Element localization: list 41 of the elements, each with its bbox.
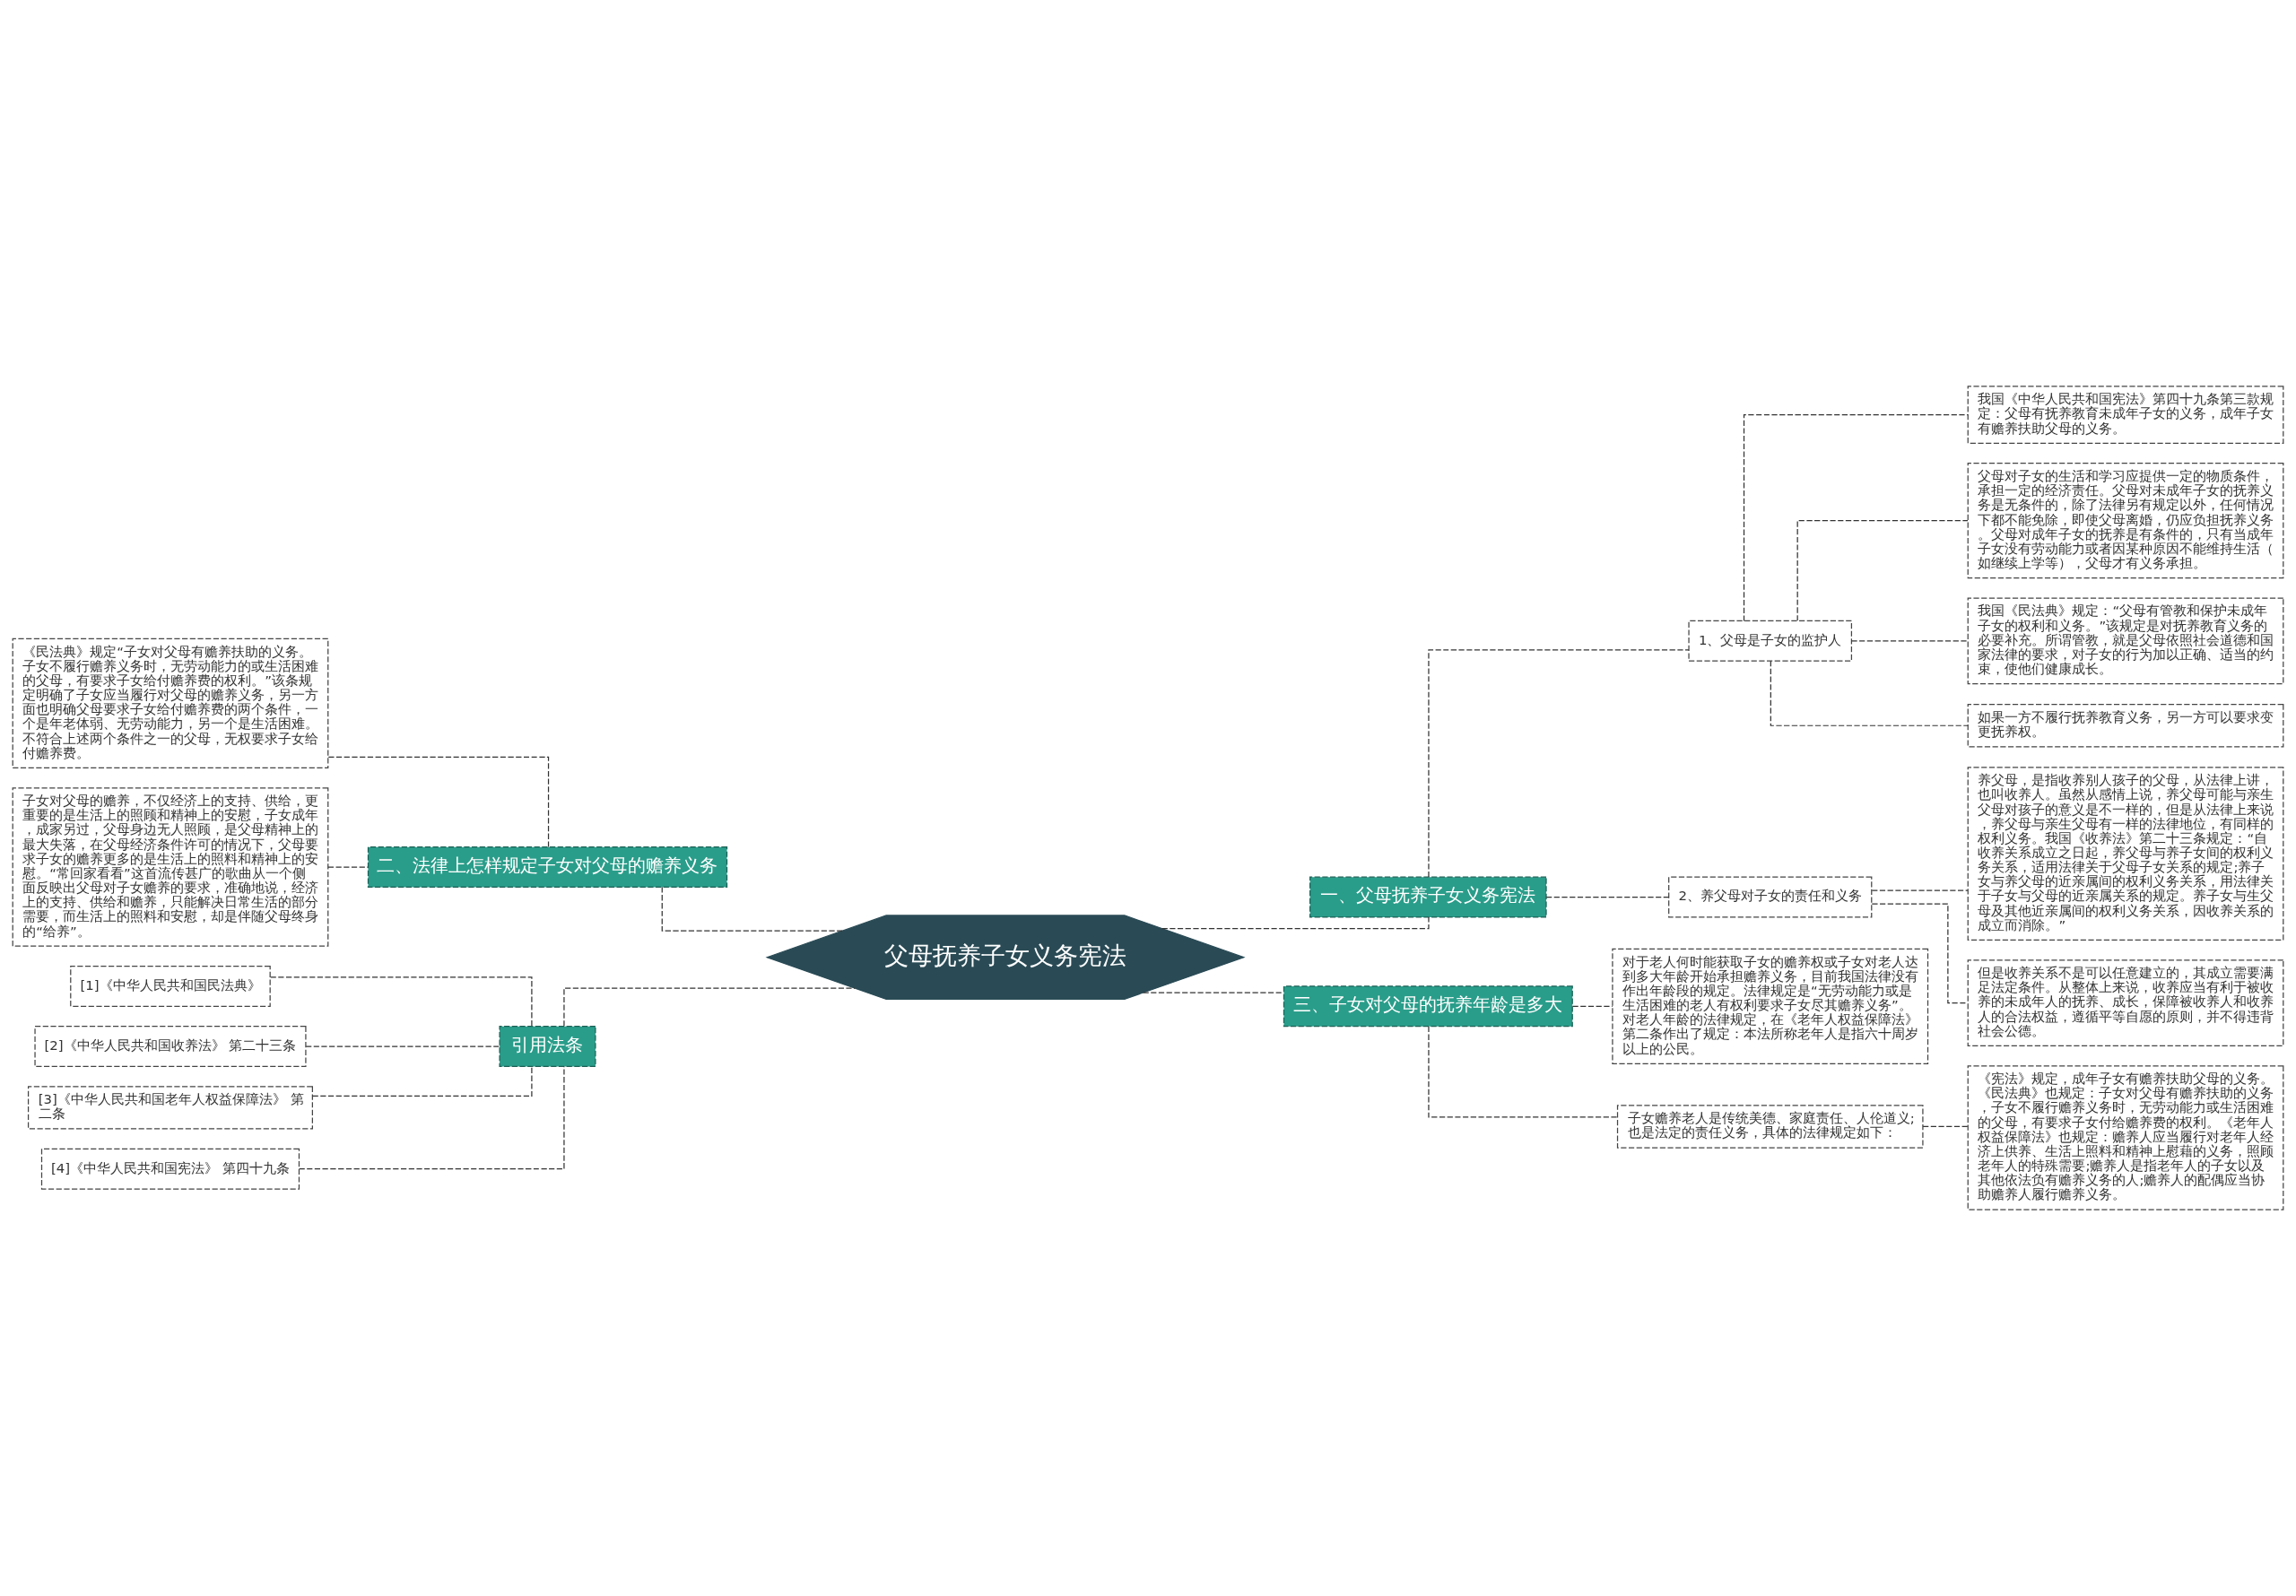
connector <box>563 987 856 1027</box>
connector <box>1871 889 1969 891</box>
connector <box>1770 660 1969 726</box>
node-box: 引用法条 <box>499 1026 596 1067</box>
connector <box>1922 1125 1969 1128</box>
node-box: [1]《中华人民共和国民法典》 <box>70 965 271 1007</box>
node-box: 父母对子女的生活和学习应提供一定的物质条件，承担一定的经济责任。父母对未成年子女的抚养义务是无条件的，除了法律另有规定以外，任何情况下都不能免除，即使父母离婚，仍应负担抚养义务。父母对成年子女的抚养是有条件的，只有当成年子女没有劳动能力或者因某种原因不能维持生活（如继续上学等），父母才有义务承担。 <box>1967 463 2284 579</box>
connector <box>1161 916 1430 930</box>
connector <box>327 756 550 848</box>
connector <box>299 1065 565 1170</box>
connector <box>661 886 843 932</box>
node-box: 一、父母抚养子女义务宪法 <box>1309 876 1547 918</box>
connector <box>312 1065 533 1097</box>
node-box: 对于老人何时能获取子女的赡养权或子女对老人达到多大年龄开始承担赡养义务，目前我国法律没有作出年龄段的规定。法律规定是“无劳动能力或是生活困难的老人有权利要求子女尽其赡养义务”。对老人年龄的法律规定，在《老年人权益保障法》第二条作出了规定：本法所称老年人是指六十周岁以上的公民。 <box>1612 948 1929 1064</box>
connector <box>270 976 533 1027</box>
connector <box>1428 1026 1618 1118</box>
connector <box>1851 640 1969 642</box>
connector <box>1796 520 1969 621</box>
connector <box>305 1045 500 1047</box>
node-box: 三、子女对父母的抚养年龄是多大 <box>1283 985 1573 1028</box>
connector <box>1743 414 1969 622</box>
node-box: 但是收养关系不是可以任意建立的，其成立需要满足法定条件。从整体上来说，收养应当有利于被收养的未成年人的抚养、成长，保障被收养人和收养人的合法权益，遵循平等自愿的原则，并不得违背社会公德。 <box>1967 959 2284 1047</box>
node-box: 养父母，是指收养别人孩子的父母，从法律上讲，也叫收养人。虽然从感情上说，养父母可能与亲生父母对孩子的意义是不一样的，但是从法律上来说，养父母与亲生父母有一样的法律地位，有同样的权利义务。我国《收养法》第二十三条规定：“自收养关系成立之日起，养父母与养子女间的权利义务关系，适用法律关于父母子女关系的规定;养子女与养父母的近亲属间的权利义务关系，用法律关于子女与父母的近亲属关系的规定。养子女与生父母及其他近亲属间的权利义务关系，因收养关系的成立而消除。” <box>1967 767 2284 941</box>
connector <box>1571 1005 1613 1007</box>
connector <box>327 866 369 868</box>
node-box: [3]《中华人民共和国老年人权益保障法》 第二条 <box>27 1086 313 1130</box>
node-box: 二、法律上怎样规定子女对父母的赡养义务 <box>367 846 728 888</box>
node-box: 子女赡养老人是传统美德、家庭责任、人伦道义;也是法定的责任义务，具体的法律规定如下： <box>1616 1105 1924 1149</box>
node-box: 1、父母是子女的监护人 <box>1688 620 1853 662</box>
node-box: 子女对父母的赡养，不仅经济上的支持、供给，更重要的是生活上的照顾和精神上的安慰，子女成年，成家另过，父母身边无人照顾，是父母精神上的最大失落，在父母经济条件许可的情况下，父母要求子女的赡养更多的是生活上的照料和精神上的安慰。“常回家看看”这首流传甚广的歌曲从一个侧面反映出父母对子女赡养的要求，准确地说，经济上的支持、供给和赡养，只能解决日常生活的部分需要，而生活上的照料和安慰，却是伴随父母终身的“给养”。 <box>12 787 329 947</box>
connector <box>1143 992 1284 993</box>
node-box: 《民法典》规定“子女对父母有赡养扶助的义务。子女不履行赡养义务时，无劳动能力的或生活困难的父母，有要求子女给付赡养费的权利。”该条规定明确了子女应当履行对父母的赡养义务，另一方面也明确父母要求子女给付赡养费的两个条件，一个是年老体弱、无劳动能力，另一个是生活困难。不符合上述两个条件之一的父母，无权要求子女给付赡养费。 <box>12 638 329 769</box>
node-box: [4]《中华人民共和国宪法》 第四十九条 <box>40 1148 300 1190</box>
node-box: 我国《中华人民共和国宪法》第四十九条第三款规定：父母有抚养教育未成年子女的义务，成年子女有赡养扶助父母的义务。 <box>1967 386 2284 444</box>
node-box: 《宪法》规定，成年子女有赡养扶助父母的义务。《民法典》也规定：子女对父母有赡养扶助的义务，子女不履行赡养义务时，无劳动能力或生活困难的父母，有要求子女付给赡养费的权利。《老年人权益保障法》也规定：赡养人应当履行对老年人经济上供养、生活上照料和精神上慰藉的义务，照顾老年人的特殊需要;赡养人是指老年人的子女以及其他依法负有赡养义务的人;赡养人的配偶应当协助赡养人履行赡养义务。 <box>1967 1065 2284 1210</box>
connector <box>1545 896 1670 898</box>
node-box: 我国《民法典》规定：“父母有管教和保护未成年子女的权利和义务。”该规定是对抚养教育义务的必要补充。所谓管教，就是父母依照社会道德和国家法律的要求，对子女的行为加以正确、适当的约束，使他们健康成长。 <box>1967 597 2284 685</box>
node-box: 2、养父母对子女的责任和义务 <box>1668 876 1873 918</box>
node-box: 如果一方不履行抚养教育义务，另一方可以要求变更抚养权。 <box>1967 704 2284 748</box>
connector <box>1428 649 1690 878</box>
node-box: [2]《中华人民共和国收养法》 第二十三条 <box>34 1026 307 1067</box>
